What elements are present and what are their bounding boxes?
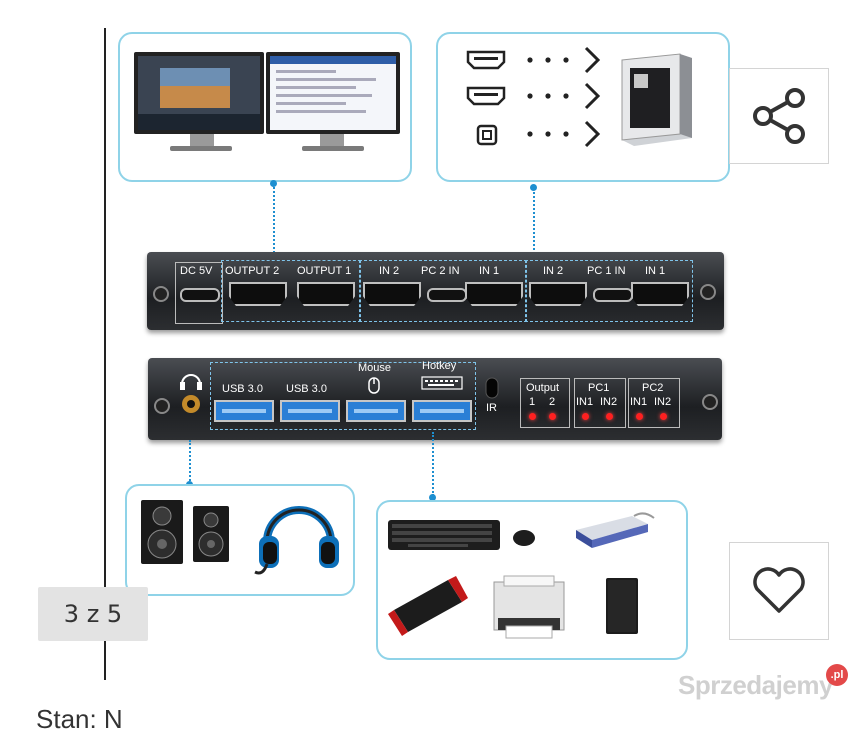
connector-line bbox=[432, 432, 434, 496]
output-indicator-title: Output bbox=[526, 382, 560, 394]
pc-tower-icon bbox=[621, 53, 692, 146]
output-2-label: OUTPUT 2 bbox=[225, 265, 280, 277]
monitors-panel bbox=[118, 32, 412, 182]
hdmi-port bbox=[297, 282, 355, 306]
peripherals-panel bbox=[376, 500, 688, 660]
screw bbox=[702, 394, 718, 410]
status-led bbox=[636, 413, 643, 420]
pc1-indicator-group bbox=[574, 378, 626, 428]
power-label: DC 5V bbox=[180, 265, 213, 277]
usb3-port bbox=[280, 400, 340, 422]
output-indicator-label: 2 bbox=[549, 396, 556, 408]
hdmi-icon bbox=[466, 50, 506, 70]
image-counter: 3 z 5 bbox=[38, 587, 148, 641]
ir-sensor-icon bbox=[485, 377, 499, 399]
audio-panel bbox=[125, 484, 355, 596]
screw bbox=[700, 284, 716, 300]
pc2-in2-label: IN 2 bbox=[379, 265, 400, 277]
keyboard-icon bbox=[388, 520, 500, 550]
pc-inputs-panel bbox=[436, 32, 730, 182]
pc1-in1-label: IN 1 bbox=[645, 265, 666, 277]
hdmi-port bbox=[529, 282, 587, 306]
hdmi-port bbox=[229, 282, 287, 306]
watermark: Sprzedajemy bbox=[678, 670, 833, 700]
hotkey-label: Hotkey bbox=[422, 360, 457, 372]
pc1-indicator-label: IN1 bbox=[576, 396, 594, 408]
share-button[interactable] bbox=[729, 68, 829, 164]
connector-dot bbox=[530, 184, 537, 191]
connector-line bbox=[273, 184, 275, 260]
usb-b-icon bbox=[476, 124, 498, 146]
pc2-indicator-title: PC2 bbox=[642, 382, 664, 394]
scanner-icon bbox=[576, 512, 655, 548]
pc2-in-label: PC 2 IN bbox=[421, 265, 460, 277]
connector-dot bbox=[270, 180, 277, 187]
pc1-in-label: PC 1 IN bbox=[587, 265, 626, 277]
pc1-indicator-title: PC1 bbox=[588, 382, 610, 394]
status-led bbox=[660, 413, 667, 420]
screw bbox=[153, 286, 169, 302]
chevron-right-icon bbox=[584, 46, 601, 148]
usb-group bbox=[210, 362, 476, 430]
connector-line bbox=[189, 440, 191, 484]
hdmi-port bbox=[465, 282, 523, 306]
heart-icon bbox=[753, 567, 805, 613]
connector-dot bbox=[429, 494, 436, 501]
kvm-rear-panel: DC 5V OUTPUT 2 OUTPUT 1 IN 2 PC 2 IN IN … bbox=[147, 252, 724, 330]
connector-line bbox=[533, 188, 535, 258]
hard-drive-icon bbox=[606, 578, 638, 634]
screw bbox=[154, 398, 170, 414]
usb-c-port bbox=[593, 288, 633, 302]
mouse-icon bbox=[513, 530, 535, 546]
pc2-indicator-group bbox=[628, 378, 680, 428]
share-icon bbox=[753, 88, 805, 144]
dc-port bbox=[180, 288, 220, 302]
usb3-port bbox=[412, 400, 472, 422]
usb-drive-icon bbox=[388, 576, 468, 636]
hdmi-port bbox=[631, 282, 689, 306]
output-indicator-group bbox=[520, 378, 570, 428]
mouse-icon bbox=[368, 377, 380, 394]
printer-icon bbox=[493, 575, 565, 639]
pc2-in1-label: IN 1 bbox=[479, 265, 500, 277]
status-led bbox=[606, 413, 613, 420]
status-led bbox=[549, 413, 556, 420]
usb3-port bbox=[214, 400, 274, 422]
pc2-indicator-label: IN2 bbox=[654, 396, 672, 408]
keyboard-icon bbox=[421, 376, 463, 390]
usb-label-b: USB 3.0 bbox=[286, 383, 327, 395]
usb-label-a: USB 3.0 bbox=[222, 383, 263, 395]
pc2-group bbox=[359, 260, 527, 322]
headset-icon bbox=[254, 506, 339, 575]
power-section bbox=[175, 262, 223, 324]
pc1-in2-label: IN 2 bbox=[543, 265, 564, 277]
pc2-indicator-label: IN1 bbox=[630, 396, 648, 408]
status-led bbox=[529, 413, 536, 420]
mouse-label: Mouse bbox=[358, 362, 392, 374]
output-group bbox=[221, 260, 361, 322]
usb-c-port bbox=[427, 288, 467, 302]
favorite-button[interactable] bbox=[729, 542, 829, 640]
dual-monitor-icon bbox=[134, 52, 400, 151]
output-indicator-label: 1 bbox=[529, 396, 536, 408]
hdmi-icon bbox=[466, 86, 506, 106]
watermark-badge: .pl bbox=[826, 664, 848, 686]
output-1-label: OUTPUT 1 bbox=[297, 265, 352, 277]
hdmi-port bbox=[363, 282, 421, 306]
speakers-icon bbox=[141, 500, 229, 564]
kvm-front-panel: USB 3.0 USB 3.0 Mouse Hotkey IR Output 1… bbox=[148, 358, 722, 440]
pc1-group bbox=[525, 260, 693, 322]
gallery-divider bbox=[104, 28, 106, 680]
ir-label: IR bbox=[486, 402, 497, 414]
usb3-port bbox=[346, 400, 406, 422]
headphone-jack-icon bbox=[180, 374, 202, 413]
status-led bbox=[582, 413, 589, 420]
pc1-indicator-label: IN2 bbox=[600, 396, 618, 408]
